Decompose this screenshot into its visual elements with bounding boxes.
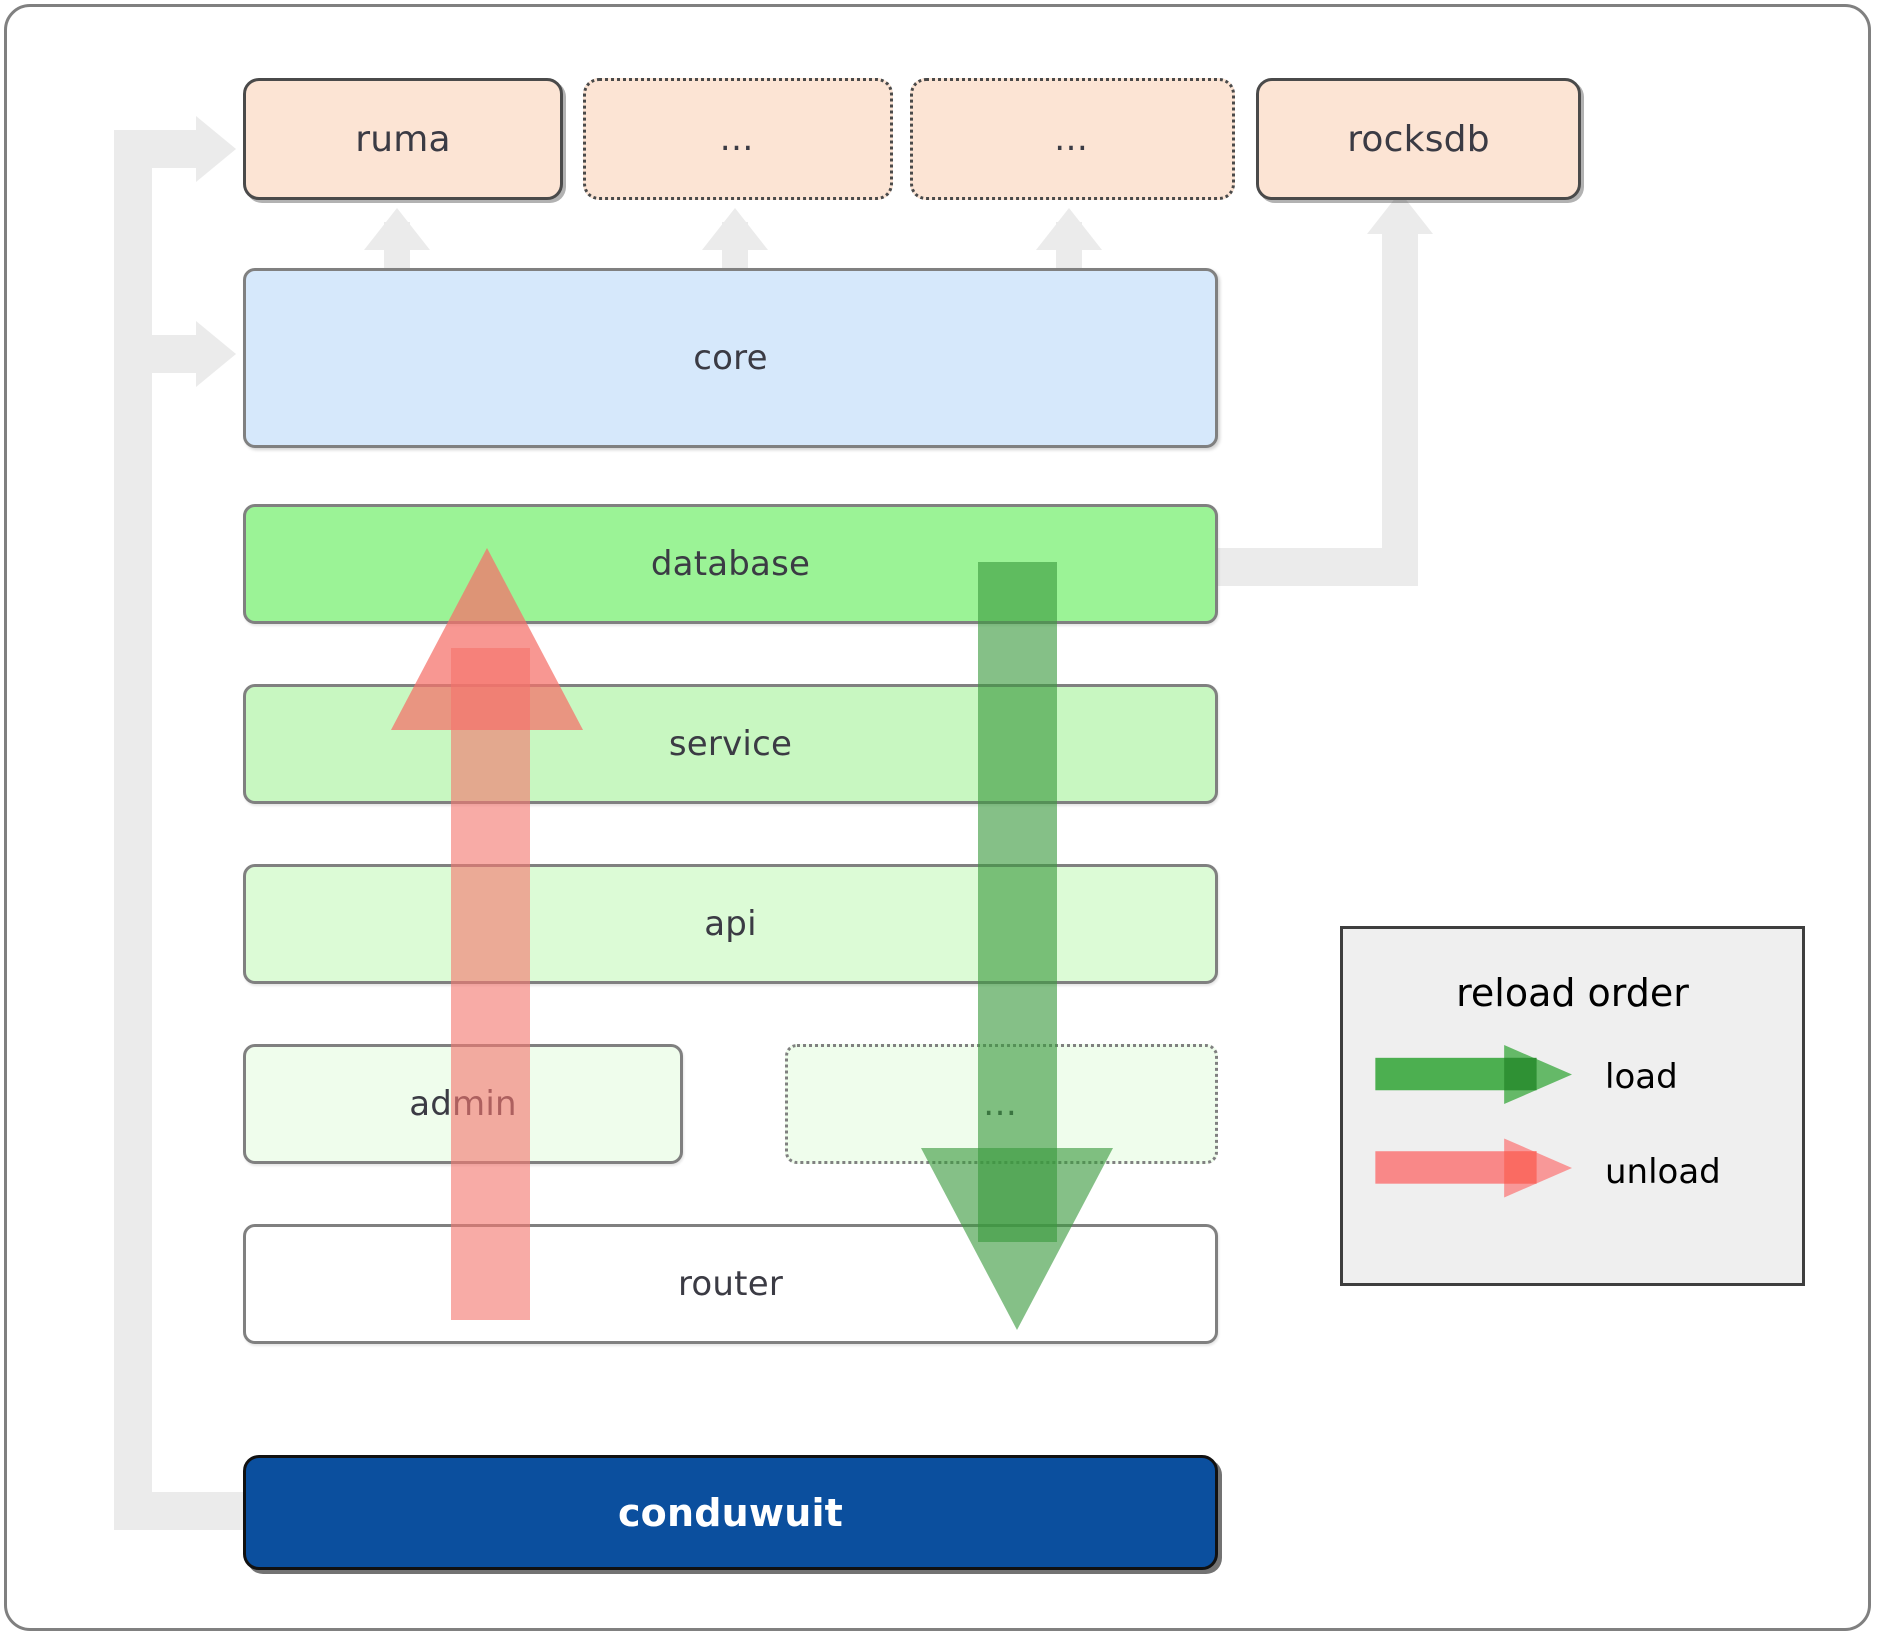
- node-api-label: api: [704, 904, 757, 944]
- connector-to-core-bar: [114, 335, 199, 373]
- legend-arrow-swatches: [1375, 1045, 1573, 1198]
- legend-label-unload: unload: [1605, 1152, 1721, 1192]
- node-rocksdb-label: rocksdb: [1347, 118, 1490, 160]
- node-database-label: database: [650, 544, 811, 584]
- node-rocksdb[interactable]: rocksdb: [1256, 78, 1581, 200]
- node-dep-2-label: …: [719, 118, 757, 159]
- node-admin[interactable]: admin: [243, 1044, 683, 1164]
- node-admin-label: admin: [409, 1084, 517, 1124]
- node-dep-3-label: …: [1054, 118, 1091, 159]
- connector-to-core-arrowhead: [196, 321, 236, 387]
- diagram-frame: [4, 4, 1871, 1631]
- connector-core-to-ruma-head: [364, 208, 430, 250]
- legend-label-load: load: [1605, 1057, 1678, 1097]
- legend-title: reload order: [1456, 971, 1689, 1015]
- connector-to-ruma-bar: [114, 130, 199, 168]
- node-layer-more[interactable]: …: [785, 1044, 1218, 1164]
- node-conduwuit-label: conduwuit: [617, 1490, 844, 1535]
- connector-core-to-dep3-head: [1036, 208, 1102, 250]
- node-dep-2[interactable]: …: [583, 78, 893, 200]
- connector-database-to-rocksdb-stem: [1382, 230, 1418, 586]
- node-service-label: service: [668, 724, 793, 764]
- legend-load-arrow-swatch: [1375, 1045, 1573, 1105]
- node-ruma-label: ruma: [355, 118, 451, 160]
- node-core[interactable]: core: [243, 268, 1218, 448]
- node-dep-3[interactable]: …: [910, 78, 1235, 200]
- node-ruma[interactable]: ruma: [243, 78, 563, 200]
- connector-left-bottom-stub: [114, 1492, 244, 1530]
- legend-unload-arrow-swatch: [1375, 1138, 1573, 1198]
- legend-panel: reload order load unload: [1340, 926, 1805, 1286]
- node-database[interactable]: database: [243, 504, 1218, 624]
- node-router-label: router: [677, 1264, 783, 1304]
- node-router[interactable]: router: [243, 1224, 1218, 1344]
- node-api[interactable]: api: [243, 864, 1218, 984]
- node-service[interactable]: service: [243, 684, 1218, 804]
- connector-to-ruma-arrowhead: [196, 116, 236, 182]
- node-conduwuit[interactable]: conduwuit: [243, 1455, 1218, 1570]
- node-core-label: core: [693, 338, 768, 378]
- node-layer-more-label: …: [983, 1083, 1020, 1124]
- connector-core-to-dep2-head: [702, 208, 768, 250]
